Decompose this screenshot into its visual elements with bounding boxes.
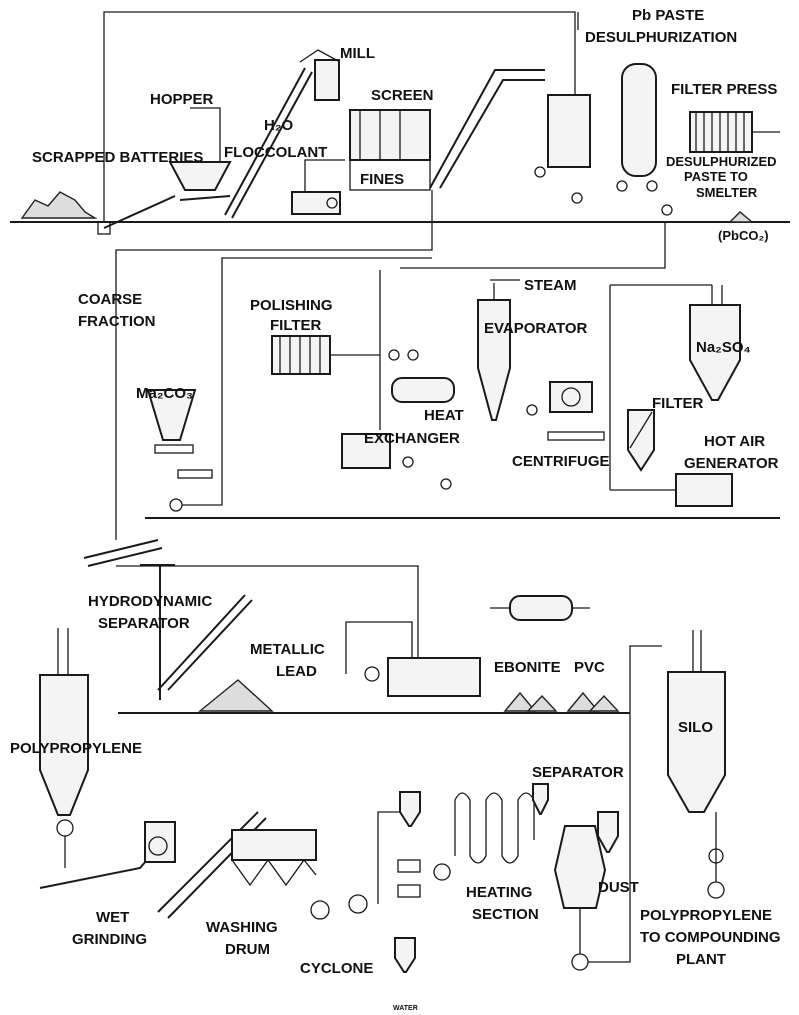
evaporator: [478, 300, 510, 420]
label-filter2: FILTER: [652, 395, 704, 412]
label-heat: HEAT: [424, 407, 464, 424]
label-desulphurized: DESULPHURIZED: [666, 154, 777, 169]
rotary-valve-icon: [57, 820, 73, 836]
label-washing: WASHING: [206, 919, 278, 936]
label-heating: HEATING: [466, 884, 532, 901]
label-plant: PLANT: [676, 951, 726, 968]
label-centrifuge: CENTRIFUGE: [512, 453, 610, 470]
flocculant-tank: [292, 192, 340, 214]
label-flocculant: FLOCCOLANT: [224, 144, 327, 161]
hot-air-generator: [676, 474, 732, 506]
polishing-filter: [272, 336, 330, 374]
label-ebonite: EBONITE: [494, 659, 561, 676]
small-separator: [533, 784, 548, 814]
label-evaporator: EVAPORATOR: [484, 320, 588, 337]
label-fines: FINES: [360, 171, 404, 188]
label-paste-to: PASTE TO: [684, 169, 748, 184]
filter: [628, 410, 654, 470]
label-metallic: METALLIC: [250, 641, 325, 658]
cyclone-water: [395, 938, 415, 972]
label-hot-air: HOT AIR: [704, 433, 765, 450]
label-separator: SEPARATOR: [98, 615, 190, 632]
label-hydrodynamic: HYDRODYNAMIC: [88, 593, 212, 610]
label-lead: LEAD: [276, 663, 317, 680]
battery-pile: [22, 192, 95, 218]
label-filter: FILTER: [270, 317, 322, 334]
label-na2so4: Na₂SO₄: [696, 339, 751, 356]
label-wet: WET: [96, 909, 129, 926]
pp-silo-right: [668, 672, 725, 812]
label-fraction: FRACTION: [78, 313, 156, 330]
label-grinding: GRINDING: [72, 931, 147, 948]
dust-cyclone: [598, 812, 618, 852]
label-pp-to: POLYPROPYLENE: [640, 907, 772, 924]
label-h2o: H₂O: [264, 117, 293, 134]
washing-drum: [232, 830, 316, 860]
label-steam: STEAM: [524, 277, 577, 294]
heat-exchanger: [392, 378, 454, 402]
label-to-compounding: TO COMPOUNDING: [640, 929, 781, 946]
label-drum: DRUM: [225, 941, 270, 958]
label-silo: SILO: [678, 719, 713, 736]
label-polishing: POLISHING: [250, 297, 333, 314]
label-pvc: PVC: [574, 659, 605, 676]
hopper: [170, 162, 230, 190]
storage-vessel: [622, 64, 656, 176]
flotation-tank: [388, 658, 480, 696]
label-generator: GENERATOR: [684, 455, 779, 472]
label-filter-press: FILTER PRESS: [671, 81, 777, 98]
label-desulph: DESULPHURIZATION: [585, 29, 737, 46]
cyclone: [400, 792, 420, 826]
desulph-reactor: [548, 95, 590, 167]
label-dust: DUST: [598, 879, 639, 896]
label-mill: MILL: [340, 45, 375, 62]
label-coarse: COARSE: [78, 291, 142, 308]
dryer-drum: [510, 596, 572, 620]
screen: [350, 110, 430, 160]
label-screen: SCREEN: [371, 87, 434, 104]
label-exchanger: EXCHANGER: [364, 430, 460, 447]
label-hopper: HOPPER: [150, 91, 214, 108]
centrifuge: [550, 382, 592, 412]
label-pb-paste: Pb PASTE: [632, 7, 704, 24]
label-separator2: SEPARATOR: [532, 764, 624, 781]
metallic-lead-pile: [200, 680, 272, 711]
label-cyclone: CYCLONE: [300, 960, 373, 977]
mill: [315, 60, 339, 100]
filter-press: [690, 112, 752, 152]
label-water: WATER: [393, 1005, 418, 1012]
label-scrapped: SCRAPPED BATTERIES: [32, 149, 203, 166]
label-smelter: SMELTER: [696, 185, 758, 200]
label-pbco2: (PbCO₂): [718, 228, 769, 243]
label-ma2co3: Ma₂CO₃: [136, 385, 193, 402]
label-polypropylene: POLYPROPYLENE: [10, 740, 142, 757]
label-section: SECTION: [472, 906, 539, 923]
